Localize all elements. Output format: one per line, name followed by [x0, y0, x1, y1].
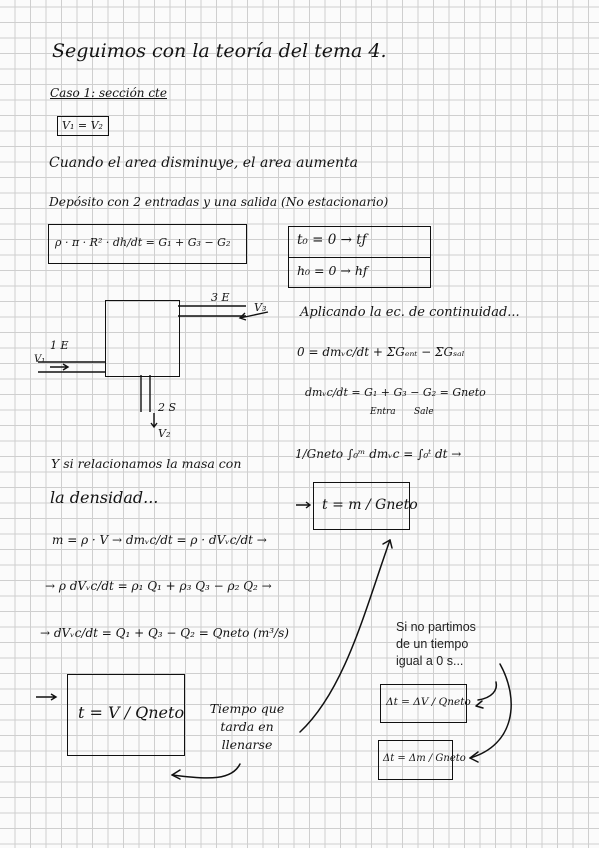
- arrow-to-delta-v: [477, 681, 498, 701]
- printed-note: Si no partimos de un tiempo igual a 0 s.…: [396, 619, 476, 670]
- volume-equation: → dVᵥc/dt = Q₁ + Q₃ − Q₂ = Qneto (m³/s): [40, 626, 289, 640]
- dm-under-sale: Sale: [414, 407, 434, 417]
- arrow-to-t-mass-box: [299, 539, 391, 733]
- label-1e: 1 E: [50, 339, 69, 352]
- delta-mass-box: Δt = Δm / Gneto: [378, 740, 466, 780]
- label-v2: V₂: [158, 427, 171, 440]
- time-height-box: t₀ = 0 → tƒ h₀ = 0 → hf: [288, 226, 431, 288]
- relate-line: Y si relacionamos la masa con: [51, 456, 242, 471]
- t-mass-formula: t = m / Gneto: [322, 497, 418, 513]
- tank-diagram: [105, 300, 180, 377]
- delta-volume-formula: Δt = ΔV / Qneto: [386, 696, 471, 708]
- arrow-from-fill-note: [171, 763, 241, 779]
- dm-under-entra: Entra: [370, 407, 396, 417]
- label-3e: 3 E: [211, 291, 230, 304]
- continuity-equation: 0 = dmᵥc/dt + ΣGₑₙₜ − ΣGₛₐₗ: [297, 345, 465, 359]
- line-area-statement: Cuando el area disminuye, el area aument…: [49, 155, 359, 171]
- t-volume-formula: t = V / Qneto: [78, 703, 185, 722]
- rho-substitution-equation: → ρ dVᵥc/dt = ρ₁ Q₁ + ρ₃ Q₃ − ρ₂ Q₂ →: [45, 579, 272, 593]
- height-range: h₀ = 0 → hf: [297, 263, 368, 278]
- main-equation-box: ρ · π · R² · dh/dt = G₁ + G₃ − G₂: [48, 224, 247, 264]
- dm-equation: dmᵥc/dt = G₁ + G₃ − G₂ = Gneto: [305, 386, 486, 399]
- line-deposit-statement: Depósito con 2 entradas y una salida (No…: [49, 195, 389, 209]
- delta-mass-formula: Δt = Δm / Gneto: [383, 753, 466, 764]
- printed-note-line-3: igual a 0 s...: [396, 654, 464, 668]
- case-heading: Caso 1: sección cte: [50, 86, 167, 100]
- page-title: Seguimos con la teoría del tema 4.: [52, 40, 387, 62]
- t-mass-box: t = m / Gneto: [313, 482, 418, 530]
- integral-equation: 1/Gneto ∫₀ᵐ dmᵥc = ∫₀ᵗ dt →: [295, 447, 462, 461]
- delta-volume-box: Δt = ΔV / Qneto: [380, 684, 471, 723]
- label-v1: V₁: [34, 354, 46, 365]
- t-volume-box: t = V / Qneto: [67, 674, 185, 756]
- density-line: la densidad...: [50, 488, 159, 507]
- time-range: t₀ = 0 → tƒ: [297, 232, 367, 248]
- printed-note-line-2: de un tiempo: [396, 637, 469, 651]
- continuity-title: Aplicando la ec. de continuidad...: [300, 305, 520, 320]
- label-2s: 2 S: [158, 401, 177, 414]
- printed-note-line-1: Si no partimos: [396, 620, 476, 634]
- main-equation: ρ · π · R² · dh/dt = G₁ + G₃ − G₂: [55, 236, 231, 249]
- mass-density-equation: m = ρ · V → dmᵥc/dt = ρ · dVᵥc/dt →: [52, 533, 267, 547]
- fill-time-note: Tiempo que tarda en llenarse: [209, 701, 285, 753]
- arrow-to-delta-m: [469, 663, 512, 759]
- label-v3: V₃: [254, 301, 267, 314]
- case-box-text: V₁ = V₂: [62, 119, 103, 132]
- case-box: V₁ = V₂: [57, 116, 109, 136]
- box-divider: [289, 257, 430, 258]
